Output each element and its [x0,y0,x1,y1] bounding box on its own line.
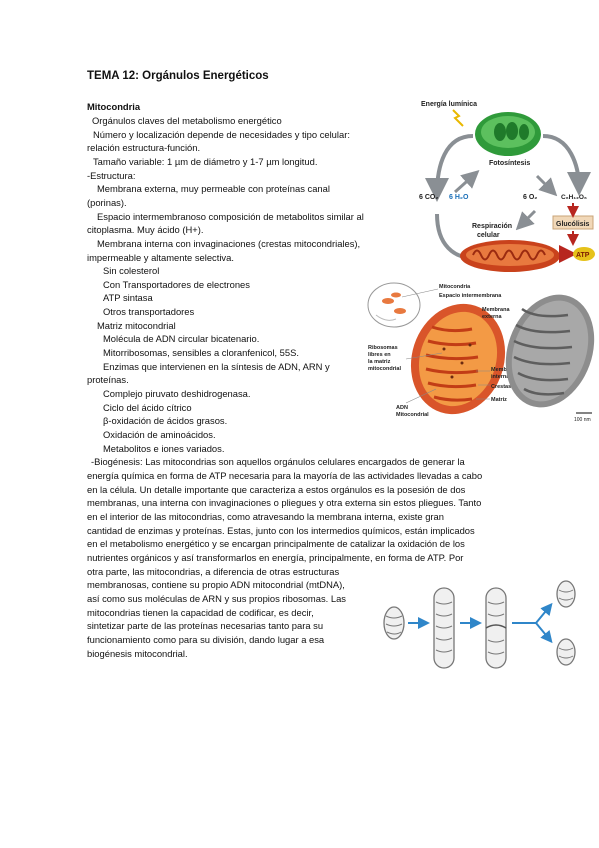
chloroplast-icon [475,112,541,156]
membrana-interna-label: Membrana [491,367,519,373]
biogenesis-line: funcionamiento como para su división, da… [87,634,325,645]
text-line: Mitorribosomas, sensibles a cloranfenico… [103,347,299,358]
membrana-interna-label: interna [491,374,510,380]
callout-line [405,352,443,360]
text-line: ATP sintasa [103,292,153,303]
mitochondrion-cutaway-icon [410,303,506,415]
mito-stage-1-icon [383,606,405,640]
biogenesis-line: en la célula. Un detalle importante que … [87,484,466,495]
callout-line [476,370,490,400]
text-line: Membrana interna con invaginaciones (cre… [97,238,361,249]
biogenesis-line: en el metabolismo energético y se encarg… [87,538,465,549]
ribosomas-label: la matriz [368,359,391,365]
text-line: Matriz mitocondrial [97,320,176,331]
mitochondrion-icon [460,240,560,272]
text-line: impermeable y altamente selectiva. [87,252,234,263]
mitochondrial-division-figure [383,580,576,669]
text-line: Complejo piruvato deshidrogenasa. [103,388,251,399]
scale-label: 100 nm [574,417,591,423]
membrana-externa-label: externa [482,314,503,320]
cycle-arrow [542,134,591,196]
cycle-arrow [453,169,480,194]
text-line: Oxidación de aminoácidos. [103,429,216,440]
o2-label: 6 O₂ [523,194,537,201]
text-line: Espacio intermembranoso composición de m… [97,211,364,222]
mitocondria-label: Mitocondria [439,284,471,290]
energy-cycle-figure: Energía lumínica Fotosíntesis 6 CO₂ 6 H₂… [419,101,595,272]
text-line: Otros transportadores [103,306,195,317]
cycle-arrow [425,134,474,202]
blue-arrow [512,602,553,624]
cycle-arrow [535,174,558,197]
biogenesis-line: membranosas, contiene su propio ADN mito… [87,579,345,590]
matriz-label: Matriz [491,397,507,403]
espacio-label: Espacio intermembrana [439,293,502,299]
crestas-label: Crestas [491,384,511,390]
text-line: Enzimas que intervienen en la síntesis d… [103,361,330,372]
ribosomas-label: Ribosomas [368,345,398,351]
text-line: Sin colesterol [103,265,160,276]
respiracion-label: Respiración [472,223,512,230]
biogenesis-line: otra parte, las mitocondrias, a diferenc… [87,566,340,577]
fotosintesis-label: Fotosíntesis [489,160,530,167]
text-line: Orgánulos claves del metabolismo energét… [92,115,282,126]
glucose-label: C₆H₁₂O₆ [561,194,587,201]
biogenesis-line: membranas, una interna con invaginacione… [87,497,482,508]
glucolisis-label: Glucólisis [556,221,590,228]
mitochondrion-structure-figure: Mitocondria Espacio intermembrana Membra… [367,282,595,423]
text-line: Ciclo del ácido cítrico [103,402,192,413]
text-line: proteínas. [87,374,129,385]
co2-label: 6 CO₂ [419,194,438,201]
biogenesis-line: nutrientes orgánicos y así transformarlo… [87,552,464,563]
biogenesis-line: en el interior de las mitocondrias, como… [87,511,444,522]
atp-label: ATP [576,252,590,259]
text-line: Metabolitos e iones variados. [103,443,225,454]
mito-stage-3-icon [485,587,507,669]
text-line: β-oxidación de ácidos grasos. [103,415,228,426]
callout-line [401,288,439,298]
blue-arrow [535,622,553,644]
biogenesis-line: energía química en forma de ATP necesari… [87,470,483,481]
biogenesis-line: cantidad de enzimas y proteínas. Estas, … [87,525,475,536]
energy-label: Energía lumínica [421,101,477,108]
membrana-externa-label: Membrana [482,307,510,313]
biogenesis-line: mitocondrias tienen la capacidad de codi… [87,607,314,618]
biogenesis-line: -Biogénesis: Las mitocondrias son aquell… [91,456,465,467]
ribosomas-label: libres en [368,352,391,358]
text-line: (porinas). [87,197,127,208]
text-line: Con Transportadores de electrones [103,279,250,290]
ribosomas-label: mitocondrial [368,366,401,372]
text-line: relación estructura-función. [87,142,201,153]
micrograph-icon [505,294,595,408]
adn-label: ADN [396,405,408,411]
biogenesis-line: así como sus moléculas de ARN y sus prop… [87,593,346,604]
cycle-arrow [515,209,537,231]
page-title: TEMA 12: Orgánulos Energéticos [87,70,269,82]
text-line: Tamaño variable: 1 µm de diámetro y 1-7 … [93,156,318,167]
text-line: -Estructura: [87,170,136,181]
text-line: Membrana externa, muy permeable con prot… [97,183,330,194]
text-line: Número y localización depende de necesid… [93,129,350,140]
mito-daughter-icon [556,580,576,666]
text-line: citoplasma. Muy ácido (H+). [87,224,204,235]
text-line: Molécula de ADN circular bicatenario. [103,333,260,344]
light-bolt-icon [452,109,464,127]
adn-label: Mitocondrial [396,412,429,418]
callout-line [405,388,437,404]
mito-stage-2-icon [433,587,455,669]
atp-badge [573,247,595,261]
section-heading: Mitocondria [87,101,141,112]
cell-outline-icon [367,282,421,328]
celular-label: celular [477,232,500,239]
h2o-label: 6 H₂O [449,194,469,201]
biogenesis-line: sintetizar parte de las proteínas necesa… [87,620,324,631]
biogenesis-line: biogénesis mitocondrial. [87,648,188,659]
